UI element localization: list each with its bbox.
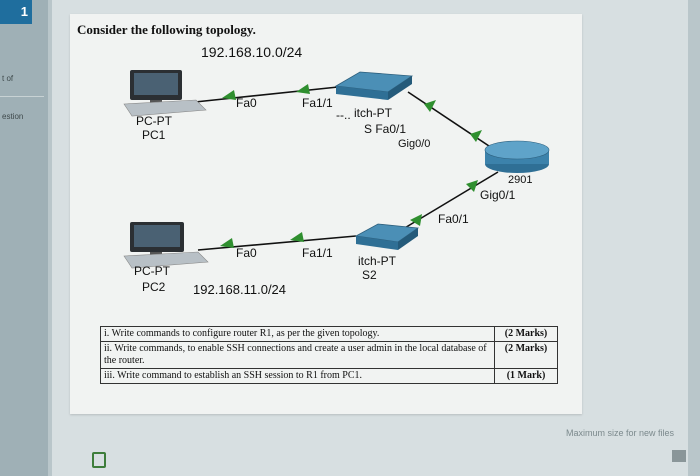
- rail-label-2: estion: [2, 112, 24, 121]
- link-arrow: [470, 130, 482, 142]
- link-arrow: [220, 238, 234, 248]
- switch1-port-label: Fa1/1: [302, 96, 333, 110]
- link-arrow: [296, 84, 310, 94]
- pc2-icon: [123, 222, 209, 269]
- network-top-label: 192.168.10.0/24: [201, 44, 303, 60]
- link-arrow: [410, 214, 422, 226]
- switch1-name-partial: --..: [336, 108, 351, 122]
- link-arrow: [290, 232, 304, 242]
- task-text: iii. Write command to establish an SSH s…: [100, 368, 495, 384]
- switch2-port-label: Fa1/1: [302, 246, 333, 260]
- switch2-name-label: S2: [362, 268, 377, 282]
- router-icon: [484, 140, 550, 173]
- question-title: Consider the following topology.: [77, 22, 256, 37]
- task-text: ii. Write commands, to enable SSH connec…: [100, 341, 495, 369]
- grid-view-icon[interactable]: [672, 450, 686, 462]
- switch1-uplink-label: Gig0/0: [398, 138, 431, 150]
- file-upload-icon[interactable]: [92, 452, 106, 468]
- left-rail: 1 t of estion: [0, 0, 48, 476]
- pc2-port-label: Fa0: [236, 246, 257, 260]
- switch2-type-label: itch-PT: [358, 254, 397, 268]
- switch2-icon: [354, 223, 420, 250]
- rail-label-1: t of: [2, 74, 14, 83]
- task-marks: (2 Marks): [494, 326, 558, 342]
- link-pc2-switch2: [197, 235, 357, 251]
- task-marks: (2 Marks): [494, 341, 558, 369]
- max-file-size-note: Maximum size for new files: [566, 428, 675, 438]
- tasks-table: i. Write commands to configure router R1…: [100, 326, 558, 384]
- task-marks: (1 Mark): [494, 368, 558, 384]
- link-arrow: [222, 90, 236, 100]
- rail-divider: [0, 96, 44, 97]
- link-arrow: [466, 180, 478, 192]
- switch2-uplink-label: Fa0/1: [438, 212, 469, 226]
- task-row: ii. Write commands, to enable SSH connec…: [100, 341, 558, 369]
- task-row: i. Write commands to configure router R1…: [100, 326, 558, 342]
- link-pc1-switch1: [194, 86, 339, 103]
- switch1-icon: [334, 71, 414, 100]
- link-arrow: [424, 100, 436, 112]
- router-port-label: Gig0/1: [480, 188, 516, 202]
- router-name-label: 2901: [508, 174, 533, 186]
- network-bottom-label: 192.168.11.0/24: [193, 282, 287, 297]
- pc1-icon: [123, 70, 207, 117]
- pc1-type-label: PC-PT: [136, 114, 172, 128]
- task-text: i. Write commands to configure router R1…: [100, 326, 495, 342]
- switch1-extra-label: S Fa0/1: [364, 122, 407, 136]
- pc1-name-label: PC1: [142, 128, 166, 142]
- pc2-name-label: PC2: [142, 280, 166, 294]
- switch1-type-label: itch-PT: [354, 106, 393, 120]
- task-row: iii. Write command to establish an SSH s…: [100, 368, 558, 384]
- question-number-badge[interactable]: 1: [0, 0, 32, 24]
- pc2-type-label: PC-PT: [134, 264, 170, 278]
- link-switch1-router: [407, 91, 493, 149]
- pc1-port-label: Fa0: [236, 96, 257, 110]
